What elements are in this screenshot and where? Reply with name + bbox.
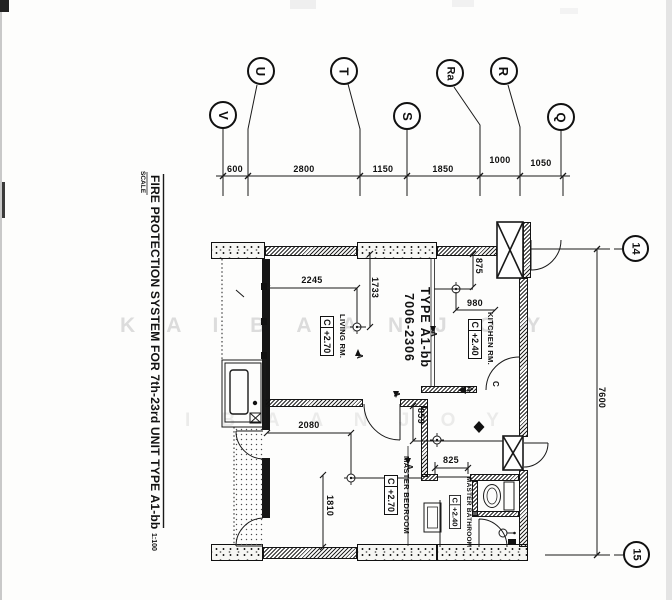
wall (472, 511, 519, 517)
grid-bubble-r: R (490, 57, 518, 85)
scan-mark (0, 0, 9, 12)
wall (262, 458, 270, 518)
wall (421, 474, 438, 481)
room-label-master-bathroom: MASTER BATHROOM C+2.40 (448, 477, 472, 548)
grid-bubble-14: 14 (622, 235, 649, 262)
dim-bedroom-width: 2080 (298, 420, 320, 430)
grid-bubble-u: U (247, 57, 275, 85)
dim-kitchen-width: 980 (467, 298, 483, 308)
section-mark-a: A (405, 464, 414, 470)
wall (400, 399, 428, 407)
dim-hall-height: 859 (416, 408, 426, 424)
concrete-column (357, 544, 437, 561)
door-arcs (235, 239, 562, 548)
concrete-column (211, 242, 265, 259)
wall (263, 547, 357, 559)
dim-living-width: 2245 (301, 275, 323, 285)
scan-edge-right (666, 0, 672, 600)
dim-7600: 7600 (597, 387, 607, 409)
grid-bubble-15: 15 (623, 541, 650, 568)
service-ledge (221, 259, 266, 545)
section-mark-a: A (355, 353, 364, 359)
bathroom-fixtures (423, 476, 516, 547)
scan-edge-left (0, 0, 2, 600)
scan-smudge (290, 0, 316, 9)
dim-kitchen-height: 875 (474, 258, 484, 274)
dim-living-height: 1733 (370, 277, 380, 299)
wall (421, 386, 477, 393)
wall (265, 246, 357, 256)
dim-1000: 1000 (489, 155, 511, 165)
scale-value: 1:100 (150, 533, 157, 551)
dim-1050: 1050 (530, 158, 552, 168)
title-rule (146, 172, 165, 528)
right-dimension-line (531, 245, 623, 559)
sheet-title: FIRE PROTECTION SYSTEM FOR 7th-23rd UNIT… (148, 175, 162, 530)
grid-bubble-s: S (393, 102, 421, 130)
wall-fittings (261, 283, 485, 433)
scale-label: SCALE (139, 171, 146, 194)
grid-leader-lines (222, 83, 562, 176)
door-tag-c: C (491, 381, 500, 387)
dim-hall-width: 825 (443, 455, 459, 465)
top-dimension-chain (216, 172, 570, 196)
scan-mark (2, 182, 5, 218)
room-label-kitchen: KITCHEN RM. C+2.40 (467, 312, 495, 365)
dim-1150: 1150 (372, 164, 394, 174)
unit-type-label: TYPE A1-bb 7006-2306 (401, 287, 432, 369)
scan-smudge (452, 0, 474, 7)
room-label-living: LIVING RM. C+2.70 (319, 314, 347, 358)
dim-bedroom-height: 1810 (325, 495, 335, 517)
shaft-box (496, 221, 524, 471)
scan-smudge (560, 8, 578, 14)
concrete-column (437, 544, 528, 561)
section-mark-a: A (465, 386, 474, 392)
section-mark-a: A (392, 391, 401, 397)
section-line (355, 258, 466, 546)
section-mark-a: A (429, 331, 438, 337)
dim-600: 600 (227, 164, 243, 174)
dim-1850: 1850 (432, 164, 454, 174)
grid-bubble-v: V (209, 101, 237, 129)
dim-2800: 2800 (293, 164, 315, 174)
balcony-floor (234, 427, 263, 545)
concrete-column (357, 242, 437, 259)
grid-bubble-q: Q (547, 103, 575, 131)
wall (470, 474, 519, 481)
grid-bubble-t: T (330, 57, 358, 85)
wall (262, 259, 270, 430)
grid-bubble-ra: Ra (436, 59, 464, 87)
